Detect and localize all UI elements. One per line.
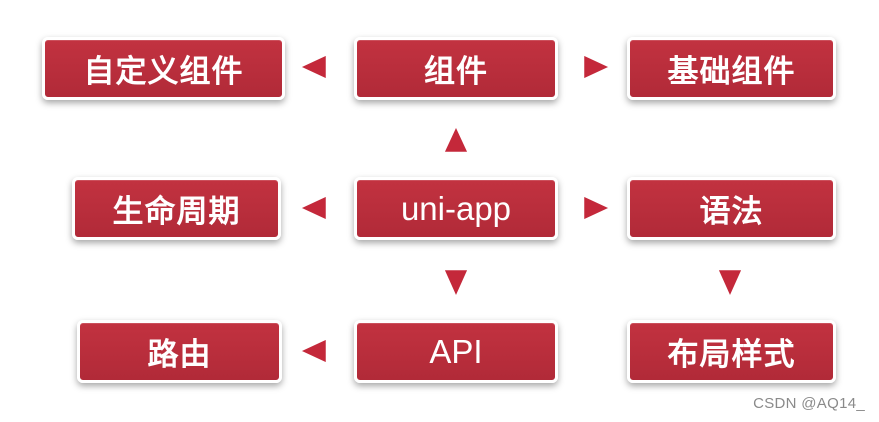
arrow-uni-app-to-component — [441, 123, 471, 165]
arrow-component-to-basic-component — [572, 52, 613, 82]
arrow-syntax-to-layout-style — [715, 257, 745, 300]
node-basic-component: 基础组件 — [627, 37, 836, 100]
node-layout-style: 布局样式 — [627, 320, 836, 383]
node-api: API — [354, 320, 558, 383]
arrow-uni-app-to-lifecycle — [297, 193, 338, 223]
arrow-component-to-custom-component — [297, 52, 338, 82]
arrow-api-to-routing — [297, 336, 338, 366]
arrow-uni-app-to-api — [441, 257, 471, 300]
node-routing: 路由 — [77, 320, 282, 383]
arrow-uni-app-to-syntax — [572, 193, 613, 223]
node-component: 组件 — [354, 37, 558, 100]
node-uni-app: uni-app — [354, 177, 558, 240]
node-lifecycle: 生命周期 — [72, 177, 281, 240]
node-syntax: 语法 — [627, 177, 836, 240]
watermark: CSDN @AQ14_ — [753, 395, 865, 412]
node-custom-component: 自定义组件 — [42, 37, 285, 100]
